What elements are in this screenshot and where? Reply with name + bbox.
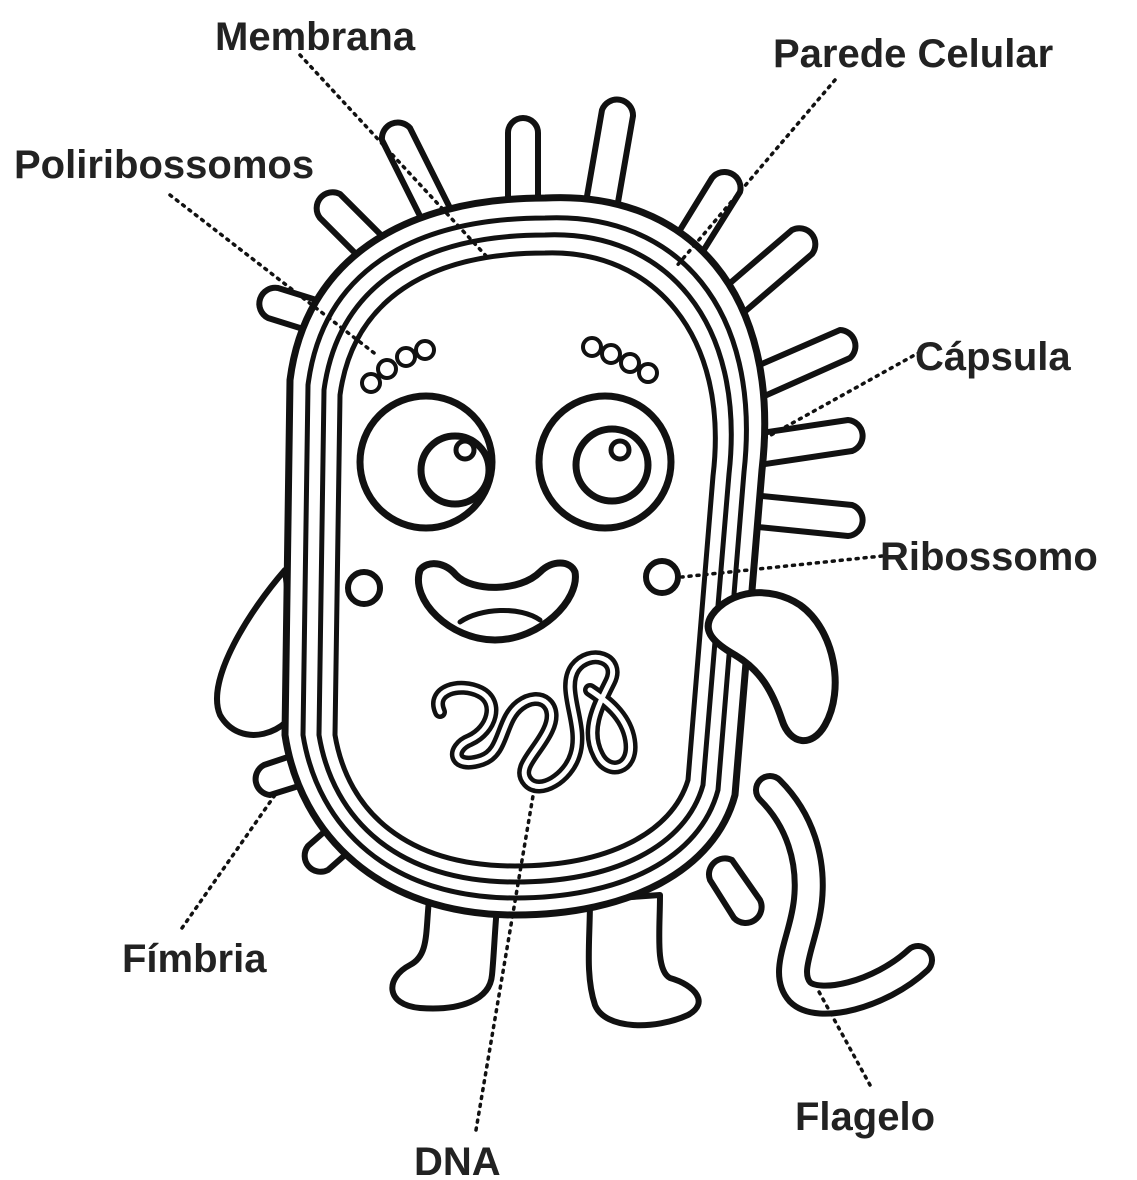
label-dna: DNA bbox=[414, 1140, 501, 1180]
label-flagelo: Flagelo bbox=[795, 1095, 935, 1139]
pilus bbox=[709, 858, 762, 923]
cell-body bbox=[285, 198, 765, 915]
label-poliribossomos: Poliribossomos bbox=[14, 143, 314, 187]
leader-fimbria bbox=[182, 795, 275, 928]
label-parede-celular: Parede Celular bbox=[773, 32, 1053, 76]
right-leg bbox=[589, 895, 699, 1025]
label-ribossomo: Ribossomo bbox=[880, 535, 1098, 579]
label-fimbria: Fímbria bbox=[122, 937, 267, 981]
label-capsula: Cápsula bbox=[915, 335, 1071, 379]
flagellum bbox=[770, 790, 918, 1000]
label-membrana: Membrana bbox=[215, 15, 416, 59]
